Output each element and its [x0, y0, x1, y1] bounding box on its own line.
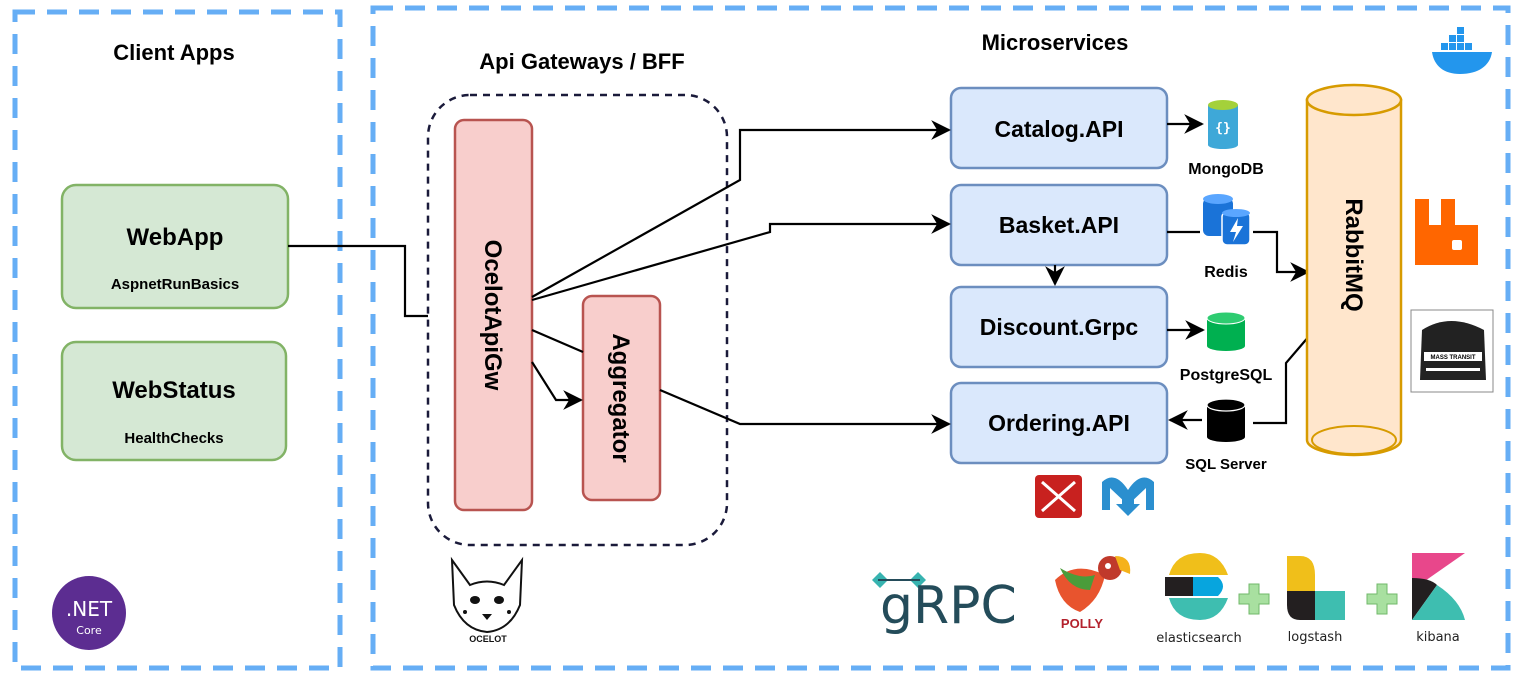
swagger-dotnetcore-icon: [1035, 475, 1082, 518]
ocelot-logo-text: OCELOT: [469, 634, 507, 644]
webstatus-subtitle: HealthChecks: [124, 430, 223, 447]
catalog-api-label: Catalog.API: [994, 116, 1123, 142]
mediatr-icon: [1102, 477, 1154, 516]
svg-text:{}: {}: [1215, 121, 1231, 136]
mongodb-icon: {}: [1208, 100, 1238, 149]
edge-ocelot-catalog: [531, 120, 951, 298]
masstransit-logo-text: MASS TRANSIT: [1431, 355, 1476, 361]
discount-grpc-label: Discount.Grpc: [980, 314, 1139, 340]
plus-icon: [1366, 583, 1398, 615]
grpc-logo: gRPC: [872, 572, 1017, 636]
webstatus-node: WebStatus HealthChecks: [60, 340, 288, 462]
ocelot-gateway-node: OcelotApiGw: [453, 118, 534, 512]
rabbitmq-bus: RabbitMQ: [1305, 83, 1403, 457]
webapp-subtitle: AspnetRunBasics: [111, 276, 239, 293]
mongodb-label: MongoDB: [1188, 161, 1264, 178]
ocelot-gateway-label: OcelotApiGw: [479, 240, 506, 391]
redis-icon: [1203, 194, 1251, 246]
webapp-title: WebApp: [127, 224, 224, 251]
edge-ocelot-basket: [531, 214, 951, 302]
webstatus-title: WebStatus: [112, 377, 236, 404]
edge-webapp-ocelot: [288, 244, 428, 318]
postgresql-label: PostgreSQL: [1180, 367, 1273, 384]
dotnet-core-logo: .NET Core: [52, 576, 126, 650]
basket-api-label: Basket.API: [999, 212, 1119, 238]
webapp-node: WebApp AspnetRunBasics: [60, 183, 290, 310]
basket-api-node: Basket.API: [949, 183, 1169, 267]
aggregator-node: Aggregator: [581, 294, 662, 502]
dotnet-logo-subtext: Core: [76, 624, 102, 637]
postgresql-icon: [1206, 311, 1246, 351]
section-title-microservices: Microservices: [982, 30, 1129, 55]
polly-logo: POLLY: [1055, 556, 1131, 631]
ocelot-logo: OCELOT: [450, 556, 524, 644]
catalog-api-node: Catalog.API: [949, 86, 1169, 170]
aggregator-label: Aggregator: [607, 333, 634, 462]
edge-redis-rabbitmq: [1253, 230, 1310, 282]
connectors: [288, 114, 1311, 434]
ordering-api-label: Ordering.API: [988, 410, 1130, 436]
section-title-client-apps: Client Apps: [113, 40, 234, 65]
redis-label: Redis: [1204, 264, 1248, 281]
kibana-logo: [1412, 553, 1465, 620]
docker-logo-icon: [1432, 27, 1492, 74]
edge-aggregator-ordering: [659, 388, 951, 434]
kibana-label: kibana: [1416, 630, 1460, 645]
elasticsearch-label: elasticsearch: [1156, 631, 1241, 646]
discount-grpc-node: Discount.Grpc: [949, 285, 1169, 369]
logstash-label: logstash: [1288, 630, 1343, 645]
edge-rabbitmq-sqlserver: [1253, 334, 1311, 425]
sqlserver-icon: [1206, 398, 1246, 442]
dotnet-logo-text: .NET: [66, 597, 113, 621]
section-title-gateways: Api Gateways / BFF: [479, 49, 684, 74]
masstransit-logo-icon: MASS TRANSIT: [1410, 309, 1494, 393]
grpc-logo-text: gRPC: [880, 576, 1017, 636]
sqlserver-label: SQL Server: [1185, 456, 1267, 473]
ordering-api-node: Ordering.API: [949, 381, 1169, 465]
polly-logo-text: POLLY: [1061, 616, 1103, 631]
elasticsearch-logo: [1165, 553, 1228, 620]
edge-ocelot-aggregator-1: [531, 328, 584, 354]
rabbitmq-logo-icon: [1415, 199, 1478, 265]
logstash-logo: [1287, 556, 1345, 620]
plus-icon: [1238, 583, 1270, 615]
client-apps-container: [12, 9, 343, 671]
gateway-group: [426, 93, 729, 547]
rabbitmq-label: RabbitMQ: [1340, 198, 1367, 311]
edge-ocelot-aggregator-2: [531, 361, 583, 410]
